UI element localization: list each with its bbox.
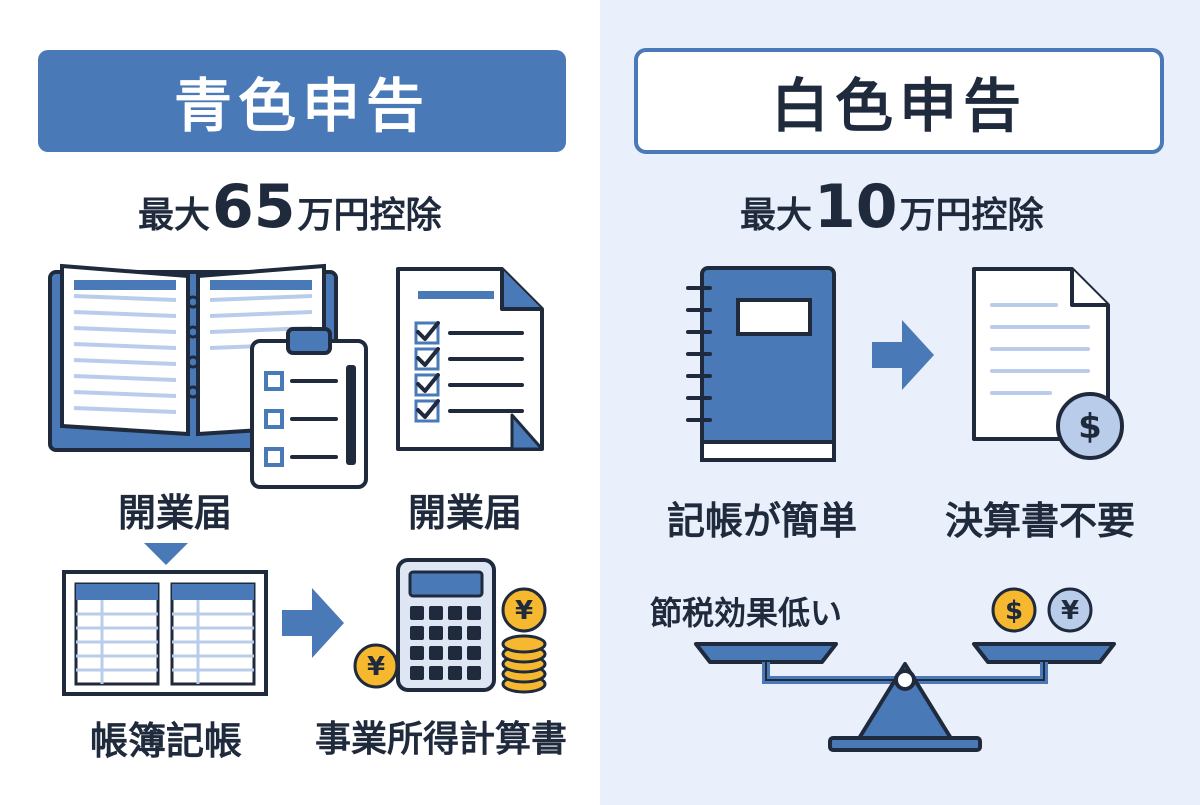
yen-coin-icon: ¥ <box>501 587 547 633</box>
bookkeeping-label: 帳簿記帳 <box>89 719 242 763</box>
no-financial-statement-label: 決算書不要 <box>944 499 1135 543</box>
simple-bookkeeping-label: 記帳が簡単 <box>666 499 857 543</box>
blue-return-panel: 青色申告 最大 65 万円控除 <box>38 50 567 763</box>
white-return-title: 白色申告 <box>634 48 1164 154</box>
opening-notice-label-1: 開業届 <box>117 491 232 535</box>
clipboard-checklist-icon <box>250 327 368 489</box>
dollar-coin-icon: $ <box>1056 392 1124 460</box>
low-tax-saving-label: 節税効果低い <box>650 594 843 632</box>
coin-stack-icon <box>501 634 547 694</box>
blue-return-title: 青色申告 <box>38 50 566 152</box>
checklist-document-icon <box>396 267 544 451</box>
svg-text:¥: ¥ <box>515 596 533 626</box>
white-return-deduction: 最大 10 万円控除 <box>740 172 1044 242</box>
open-ledger-book-icon <box>48 263 338 452</box>
right-arrow-icon <box>282 588 344 658</box>
blue-return-deduction: 最大 65 万円控除 <box>138 172 442 242</box>
balance-scale-icon <box>694 642 1116 752</box>
svg-text:$: $ <box>1078 407 1102 447</box>
svg-text:¥: ¥ <box>367 652 385 682</box>
svg-text:$: $ <box>1005 596 1023 626</box>
yen-coin-icon: ¥ <box>1047 587 1093 633</box>
yen-coin-icon: ¥ <box>353 643 399 689</box>
business-income-statement-label: 事業所得計算書 <box>314 719 567 760</box>
white-return-panel: 白色申告 最大 10 万円控除 $ 記帳が簡単 決算書不要 <box>600 0 1200 805</box>
calculator-icon <box>396 558 496 692</box>
down-arrow-icon <box>144 543 188 565</box>
notebook-icon <box>686 266 836 462</box>
right-arrow-icon <box>872 320 934 390</box>
dollar-coin-icon: $ <box>991 587 1037 633</box>
svg-text:¥: ¥ <box>1061 596 1079 626</box>
opening-notice-label-2: 開業届 <box>407 491 522 535</box>
spreadsheet-ledger-icon <box>62 570 268 696</box>
